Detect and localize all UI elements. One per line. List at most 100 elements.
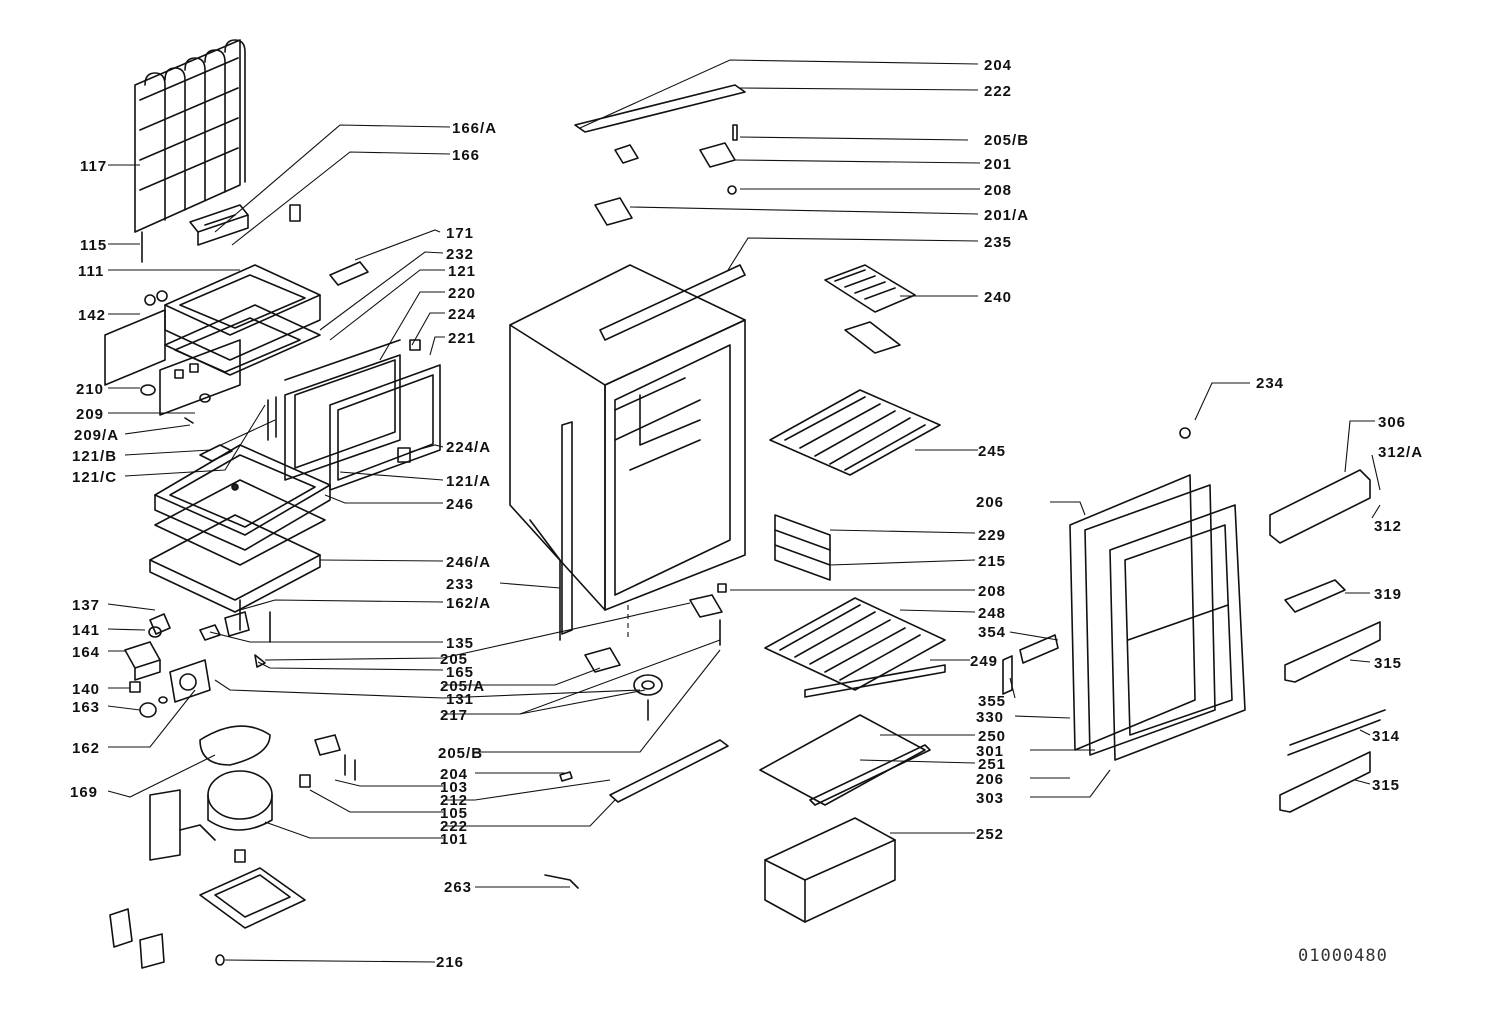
callout-205: 205 (440, 651, 468, 668)
callout-162a: 162/A (446, 595, 491, 612)
callout-301: 301 (976, 743, 1004, 760)
cabinet-body (509, 264, 746, 641)
callout-245: 245 (978, 443, 1006, 460)
callout-140: 140 (72, 681, 100, 698)
door-assembly (1069, 474, 1246, 761)
callout-306: 306 (1378, 414, 1406, 431)
callout-355: 355 (978, 693, 1006, 710)
callout-354: 354 (978, 624, 1006, 641)
callout-319: 319 (1374, 586, 1402, 603)
callout-215: 215 (978, 553, 1006, 570)
bracket-166 (189, 204, 301, 246)
callout-166a: 166/A (452, 120, 497, 137)
callout-131: 131 (446, 691, 474, 708)
part-drawings (104, 39, 1386, 969)
base-plate (109, 867, 306, 969)
callout-165: 165 (446, 664, 474, 681)
callout-206-upper: 206 (976, 494, 1004, 511)
callout-222-bottom: 222 (440, 818, 468, 835)
callout-103: 103 (440, 779, 468, 796)
callout-121: 121 (448, 263, 476, 280)
callout-235: 235 (984, 234, 1012, 251)
crisper-drawer (764, 817, 896, 923)
callout-240: 240 (984, 289, 1012, 306)
callout-224: 224 (448, 306, 476, 323)
callout-217: 217 (440, 707, 468, 724)
callout-314: 314 (1372, 728, 1400, 745)
callout-229: 229 (978, 527, 1006, 544)
callout-208-mid: 208 (978, 583, 1006, 600)
callout-121c: 121/C (72, 469, 117, 486)
callout-209a: 209/A (74, 427, 119, 444)
ice-tray (824, 264, 916, 354)
callout-111: 111 (78, 263, 104, 280)
callout-205b-top: 205/B (984, 132, 1029, 149)
callout-142: 142 (78, 307, 106, 324)
bottom-rail (544, 739, 729, 889)
callout-204-top: 204 (984, 57, 1012, 74)
callout-248: 248 (978, 605, 1006, 622)
callout-204-bottom: 204 (440, 766, 468, 783)
callout-315-upper: 315 (1374, 655, 1402, 672)
callout-201a: 201/A (984, 207, 1029, 224)
door-small-parts (1002, 634, 1059, 695)
compressor (149, 725, 356, 863)
callout-135: 135 (446, 635, 474, 652)
callout-121b: 121/B (72, 448, 117, 465)
callout-166: 166 (452, 147, 480, 164)
callout-205a: 205/A (440, 678, 485, 695)
callout-246a: 246/A (446, 554, 491, 571)
callout-201: 201 (984, 156, 1012, 173)
callout-212: 212 (440, 792, 468, 809)
top-hinge-parts (574, 84, 746, 226)
callout-232: 232 (446, 246, 474, 263)
callout-249: 249 (970, 653, 998, 670)
callout-163: 163 (72, 699, 100, 716)
divider-plate (774, 514, 831, 581)
callout-164: 164 (72, 644, 100, 661)
callout-101: 101 (440, 831, 468, 848)
callout-246: 246 (446, 496, 474, 513)
electrical-components (124, 599, 271, 718)
callout-209: 209 (76, 406, 104, 423)
callout-263: 263 (444, 879, 472, 896)
callout-250: 250 (978, 728, 1006, 745)
callout-137: 137 (72, 597, 100, 614)
small-parts-left-upper (140, 384, 211, 424)
callout-162: 162 (72, 740, 100, 757)
glass-shelf (759, 714, 931, 806)
callout-312: 312 (1374, 518, 1402, 535)
document-id: 01000480 (1298, 946, 1388, 966)
wire-shelf-lower (764, 597, 946, 698)
callout-312a: 312/A (1378, 444, 1423, 461)
callout-216: 216 (436, 954, 464, 971)
callout-315-lower: 315 (1372, 777, 1400, 794)
callout-222-top: 222 (984, 83, 1012, 100)
drip-tray (149, 444, 331, 613)
callout-233: 233 (446, 576, 474, 593)
callout-105: 105 (440, 805, 468, 822)
callout-234: 234 (1256, 375, 1284, 392)
callout-121a: 121/A (446, 473, 491, 490)
callout-221: 221 (448, 330, 476, 347)
callout-117: 117 (80, 158, 107, 175)
callout-141: 141 (72, 622, 100, 639)
callout-205b-bottom: 205/B (438, 745, 483, 762)
callout-330: 330 (976, 709, 1004, 726)
callout-171: 171 (446, 225, 474, 242)
callout-115: 115 (80, 237, 107, 254)
callout-169: 169 (70, 784, 98, 801)
thermostat-plate (104, 290, 241, 416)
freezer-door (267, 339, 441, 491)
wire-shelf-upper (769, 389, 941, 476)
callout-224a: 224/A (446, 439, 491, 456)
callout-210: 210 (76, 381, 104, 398)
door-shelves (1179, 427, 1386, 813)
callout-208-top: 208 (984, 182, 1012, 199)
leader-lines (107, 59, 1381, 963)
callout-251: 251 (978, 756, 1006, 773)
callout-206-lower: 206 (976, 771, 1004, 788)
bottom-hinge-parts (584, 583, 727, 721)
callout-303: 303 (976, 790, 1004, 807)
